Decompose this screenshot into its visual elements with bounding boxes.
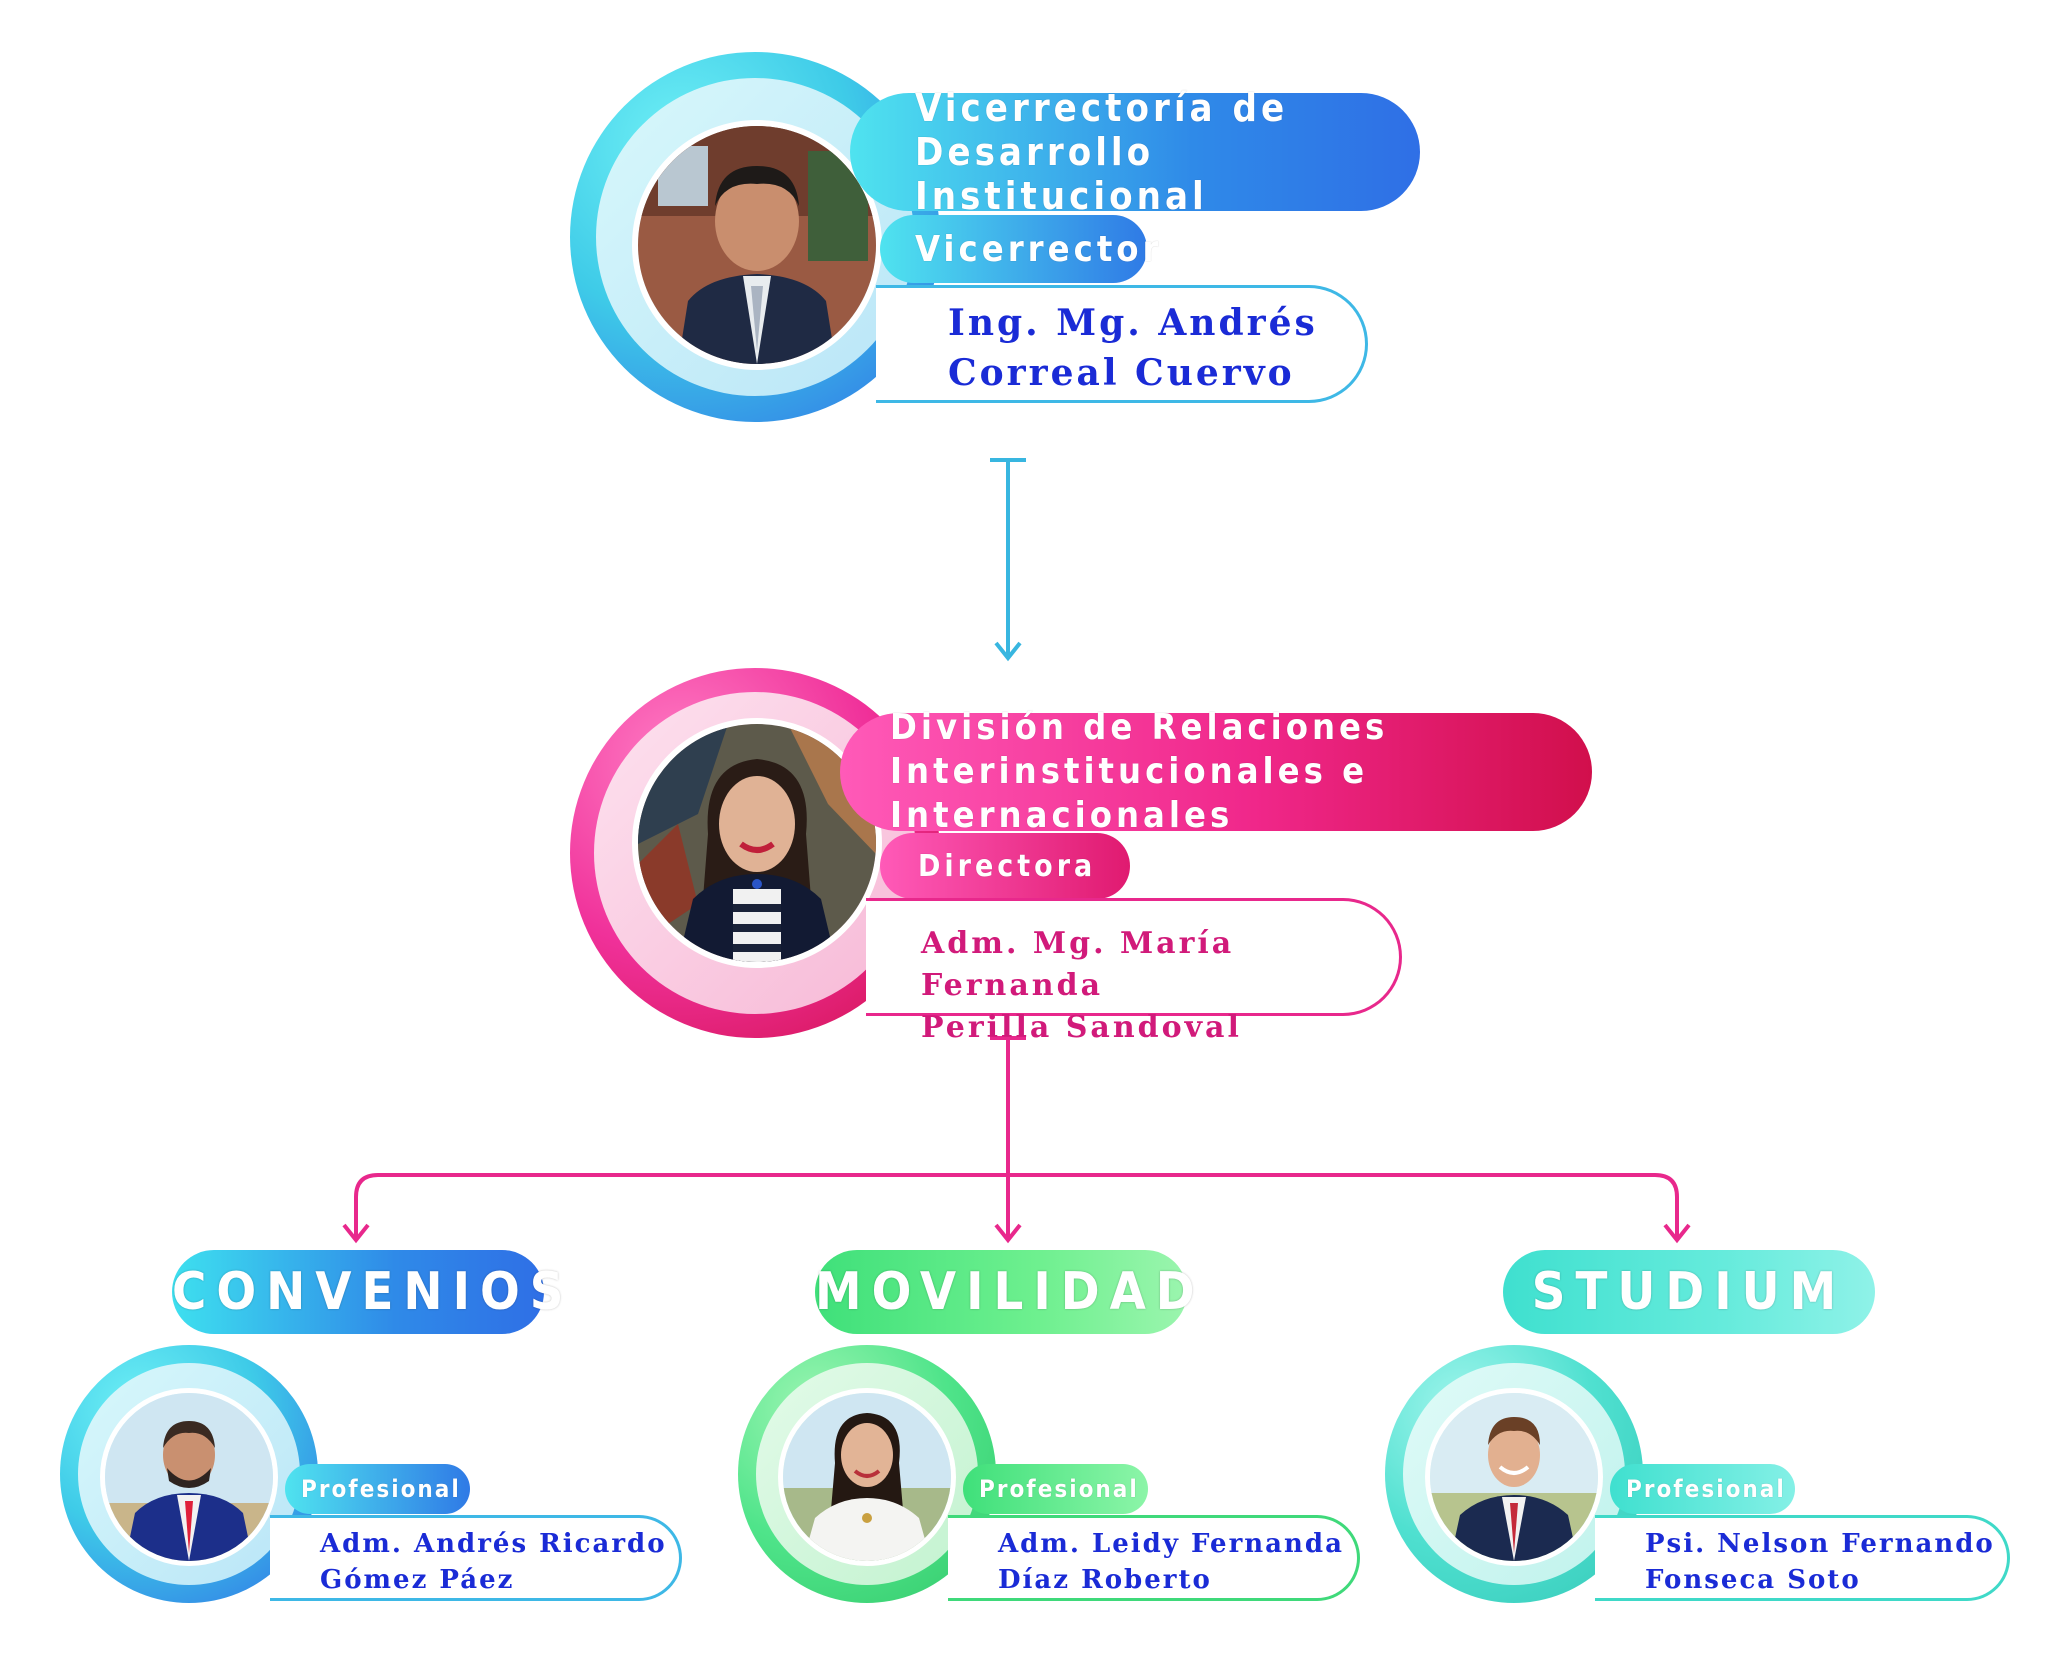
category-label: MOVILIDAD [815,1262,1205,1322]
middle-photo [632,718,882,968]
branch-role-pill: Profesional [963,1464,1148,1514]
person-photo-icon [105,1393,273,1561]
middle-name-line-1: Adm. Mg. María Fernanda [921,926,1235,1003]
category-convenios: CONVENIOS [172,1250,563,1334]
branch-role-label: Profesional [1626,1475,1786,1503]
top-name-box: Ing. Mg. Andrés Correal Cuervo [876,285,1368,403]
top-photo [632,120,882,370]
top-name-line-1: Ing. Mg. Andrés [948,302,1318,344]
branch-role-label: Profesional [979,1475,1139,1503]
person-photo-icon [783,1393,951,1561]
branch-photo [1425,1388,1603,1566]
arrow-top-to-middle [990,458,1026,662]
branch-photo [778,1388,956,1566]
middle-name-line-2: Perilla Sandoval [921,1010,1242,1045]
branch-role-label: Profesional [301,1475,461,1503]
category-label: STUDIUM [1531,1262,1847,1322]
top-department-line-2: Desarrollo Institucional [915,130,1208,218]
person-photo-icon [638,126,876,364]
branch-name-line-1: Adm. Leidy Fernanda [998,1529,1344,1559]
middle-department-line-2: Interinstitucionales e Internacionales [890,751,1369,836]
top-department-pill: Vicerrectoría de Desarrollo Instituciona… [850,86,1420,218]
top-role-pill: Vicerrector [880,215,1163,283]
middle-role-pill: Directora [880,833,1130,899]
branch-name-box: Adm. Andrés Ricardo Gómez Páez [270,1515,682,1601]
branch-role-pill: Profesional [1610,1464,1795,1514]
top-role-label: Vicerrector [915,228,1163,270]
branch-photo [100,1388,278,1566]
middle-name-box: Adm. Mg. María Fernanda Perilla Sandoval [866,898,1402,1045]
branch-name-line-1: Psi. Nelson Fernando [1645,1529,1995,1559]
arrow-middle-to-branches [342,1036,1691,1244]
branch-name-box: Psi. Nelson Fernando Fonseca Soto [1595,1515,2010,1601]
category-studium: STUDIUM [1503,1250,1875,1334]
person-photo-icon [638,724,876,962]
branch-name-box: Adm. Leidy Fernanda Díaz Roberto [948,1515,1360,1601]
person-photo-icon [1430,1393,1598,1561]
middle-department-line-1: División de Relaciones [890,707,1389,748]
middle-department-pill: División de Relaciones Interinstituciona… [840,707,1592,836]
branch-name-line-1: Adm. Andrés Ricardo [320,1529,667,1559]
middle-role-label: Directora [918,848,1097,884]
branch-name-line-2: Gómez Páez [320,1565,515,1595]
branch-role-pill: Profesional [285,1464,470,1514]
category-label: CONVENIOS [172,1262,574,1322]
top-department-line-1: Vicerrectoría de [915,86,1289,130]
category-movilidad: MOVILIDAD [815,1250,1195,1334]
top-name-line-2: Correal Cuervo [948,352,1295,394]
branch-name-line-2: Fonseca Soto [1645,1565,1861,1595]
branch-name-line-2: Díaz Roberto [998,1565,1212,1595]
